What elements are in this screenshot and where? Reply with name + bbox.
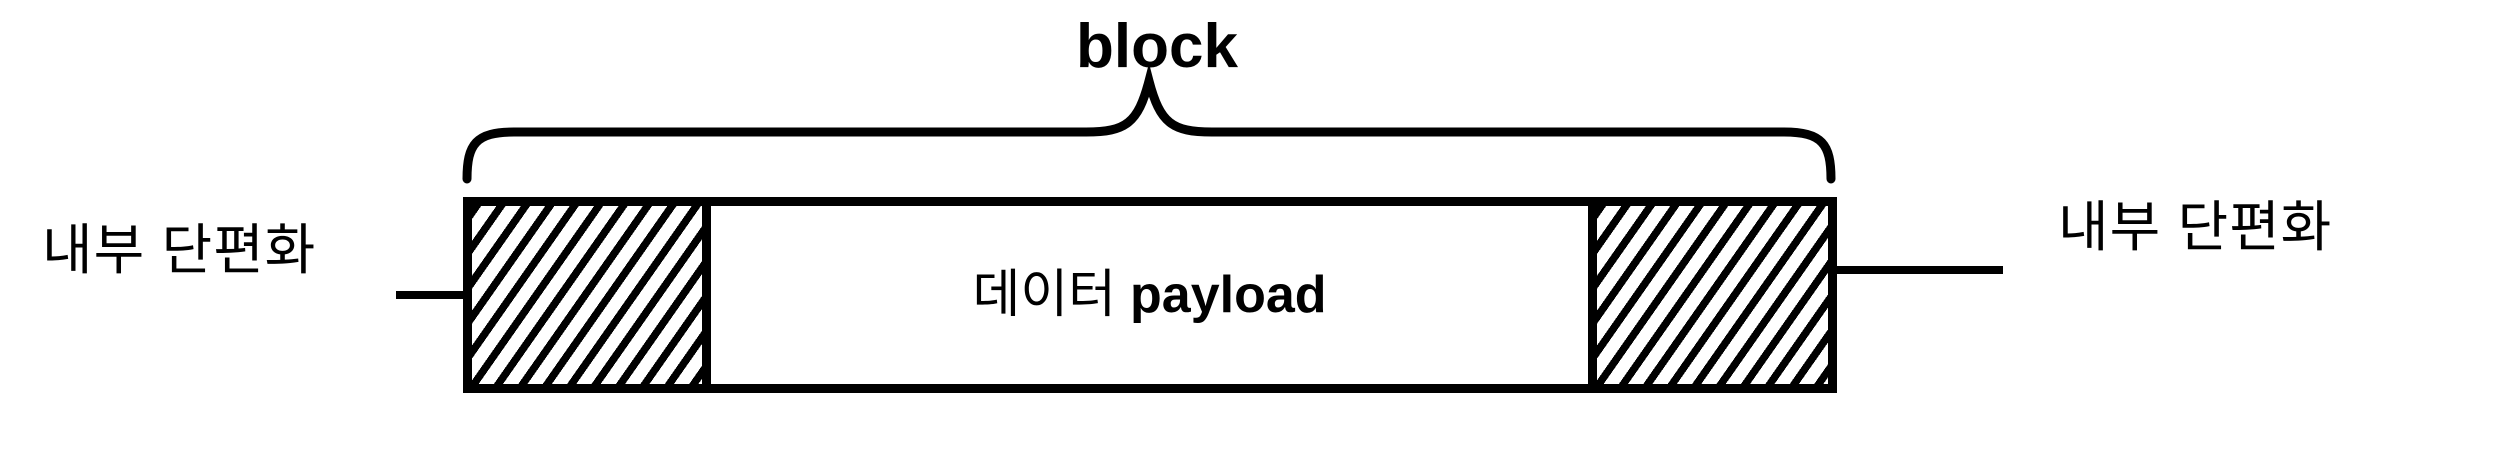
payload-region: 데이터 payload [711, 206, 1588, 384]
payload-label-english: payload [1130, 266, 1327, 324]
memory-block: 데이터 payload [463, 197, 1837, 393]
payload-label-korean: 데이터 [972, 266, 1117, 324]
left-region-divider [702, 206, 711, 384]
left-internal-fragmentation-label: 내부 단편화 [42, 219, 317, 281]
right-internal-fragmentation-region [1597, 206, 1828, 384]
block-title: block [1076, 12, 1238, 81]
left-internal-fragmentation-region [472, 206, 702, 384]
right-internal-fragmentation-label: 내부 단편화 [2058, 196, 2333, 258]
right-region-divider [1588, 206, 1597, 384]
brace-icon [462, 63, 1836, 184]
